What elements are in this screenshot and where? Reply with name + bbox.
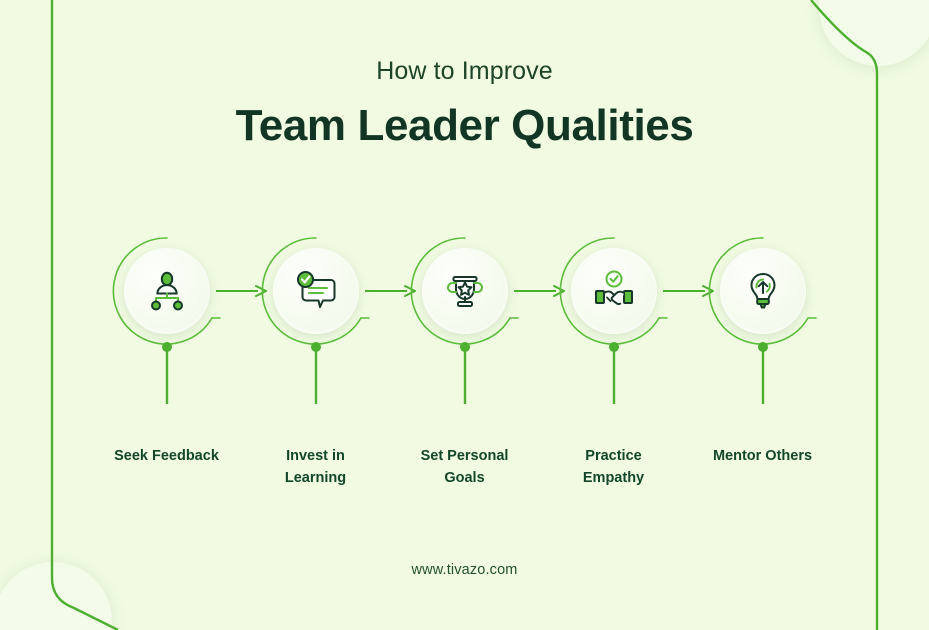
arrow-right-icon-3: [514, 285, 565, 297]
step-icon-disc-4: [570, 248, 657, 334]
step-label-1: Seek Feedback: [114, 448, 219, 464]
progress-ring-arc-4: [559, 237, 668, 345]
step-item-4[interactable]: Practice Empathy: [539, 236, 714, 490]
progress-ring-arc-5: [708, 237, 817, 345]
progress-ring-arc-1: [112, 237, 221, 345]
steps-row: Seek Feedback: [0, 236, 929, 490]
arrow-right-icon-1: [216, 285, 267, 297]
lightbulb-arrow-up-icon: [750, 273, 775, 309]
step-badge-2: [261, 236, 371, 404]
step-pin-3: [459, 342, 470, 404]
eyebrow-text: How to Improve: [376, 57, 553, 85]
step-icon-disc-3: [421, 248, 508, 334]
step-pin-5: [757, 342, 768, 404]
step-pin-1: [161, 342, 172, 404]
progress-ring-arc-3: [410, 237, 519, 345]
trophy-star-icon: [446, 276, 483, 307]
step-icon-disc-1: [123, 248, 210, 334]
header-block: How to Improve Team Leader Qualities: [0, 56, 929, 150]
speech-bubble-check-icon: [296, 271, 335, 308]
step-label-2: Invest in Learning: [284, 448, 347, 486]
step-item-5[interactable]: Mentor Others: [688, 236, 837, 468]
step-item-3[interactable]: Set Personal Goals: [390, 236, 565, 490]
step-badge-4: [559, 236, 669, 404]
step-badge-5: [708, 236, 818, 404]
org-chart-people-icon: [150, 271, 183, 311]
footer-website[interactable]: www.tivazo.com: [411, 562, 518, 578]
step-badge-3: [410, 236, 520, 404]
page-title: Team Leader Qualities: [235, 101, 694, 150]
handshake-check-icon: [594, 270, 633, 306]
step-icon-disc-5: [719, 248, 806, 334]
step-label-5: Mentor Others: [712, 448, 813, 464]
step-pin-2: [310, 342, 321, 404]
arrow-right-icon-4: [663, 285, 714, 297]
step-pin-4: [608, 342, 619, 404]
arrow-right-icon-2: [365, 285, 416, 297]
step-item-1[interactable]: Seek Feedback: [92, 236, 267, 468]
step-badge-1: [112, 236, 222, 404]
step-item-2[interactable]: Invest in Learning: [241, 236, 416, 490]
step-icon-disc-2: [272, 248, 359, 334]
step-label-4: Practice Empathy: [582, 448, 645, 486]
progress-ring-arc-2: [261, 237, 370, 345]
step-label-3: Set Personal Goals: [420, 448, 509, 486]
